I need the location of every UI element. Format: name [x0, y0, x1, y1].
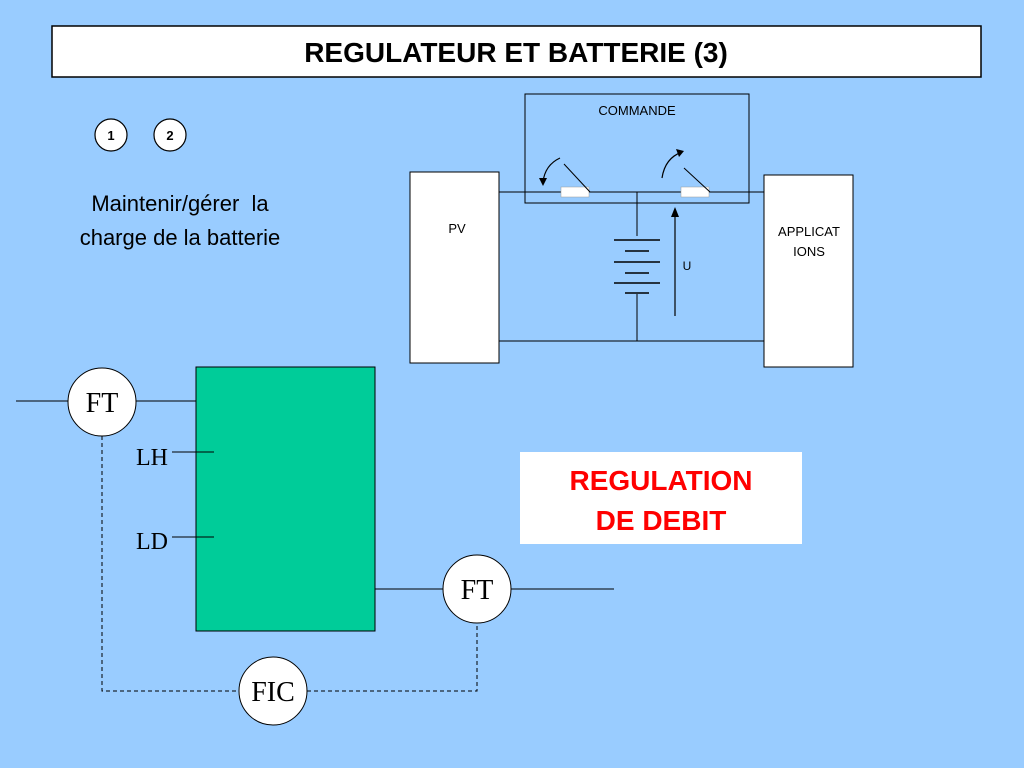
ft-bottom-instrument: FT [442, 554, 512, 624]
flow-diagram: LH LD FT FT FIC [16, 366, 614, 726]
voltage-arrow [671, 207, 679, 316]
ft-top-instrument: FT [67, 367, 137, 437]
pv-box [409, 171, 500, 364]
description-line-1: Maintenir/gérer la [91, 191, 269, 216]
circuit-diagram: COMMANDE PV APPLICAT IONS [409, 93, 854, 368]
applications-label-line-1: APPLICAT [778, 224, 840, 239]
switch-right [661, 149, 711, 198]
nav-button-1-label: 1 [107, 128, 114, 143]
nav-button-2-label: 2 [166, 128, 173, 143]
description-line-2: charge de la batterie [80, 225, 281, 250]
ft-bottom-label: FT [461, 575, 494, 606]
ft-top-label: FT [86, 388, 119, 419]
switch-left [539, 157, 591, 198]
lh-label: LH [136, 445, 168, 471]
commande-label: COMMANDE [598, 103, 676, 118]
title-box: REGULATEUR ET BATTERIE (3) [51, 25, 982, 78]
applications-label-line-2: IONS [793, 244, 825, 259]
regulation-title-line-2: DE DEBIT [596, 505, 727, 536]
applications-box [763, 174, 854, 368]
signal-line-left [101, 436, 240, 692]
slide-title: REGULATEUR ET BATTERIE (3) [304, 37, 728, 68]
regulation-title-line-1: REGULATION [569, 465, 752, 496]
regulation-box: REGULATION DE DEBIT [520, 452, 802, 544]
pv-label: PV [448, 221, 466, 236]
fic-controller: FIC [238, 656, 308, 726]
ld-label: LD [136, 529, 168, 555]
nav-button-2[interactable]: 2 [153, 118, 187, 152]
tank [195, 366, 376, 632]
signal-line-right [307, 622, 478, 692]
battery-icon [612, 236, 662, 294]
fic-label: FIC [251, 677, 295, 708]
nav-button-1[interactable]: 1 [94, 118, 128, 152]
voltage-label: U [683, 259, 692, 273]
